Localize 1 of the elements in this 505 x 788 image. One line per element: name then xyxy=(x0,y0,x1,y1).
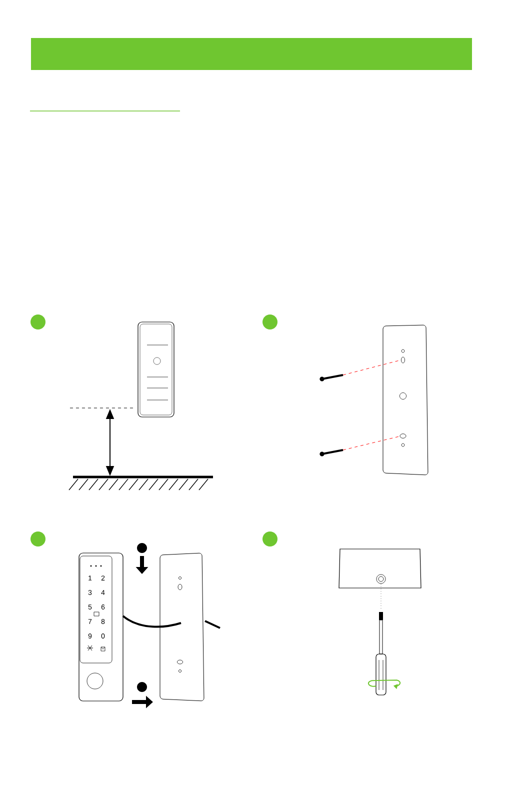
banner xyxy=(31,38,472,70)
